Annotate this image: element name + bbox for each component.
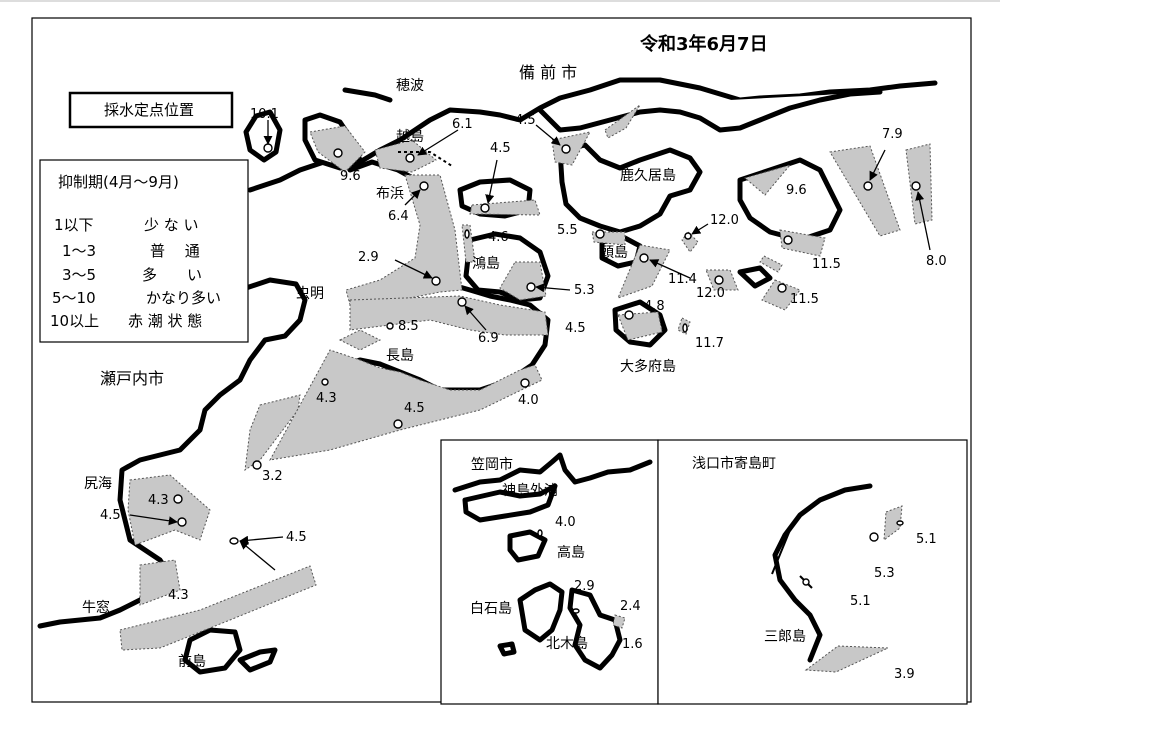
value-label: 10.1 xyxy=(250,107,279,122)
value-label: 4.0 xyxy=(518,393,539,408)
koshijima-line xyxy=(398,151,453,167)
value-label: 11.5 xyxy=(812,257,841,272)
value-label: 5.1 xyxy=(850,594,871,609)
value-label: 5.1 xyxy=(916,532,937,547)
place-setouchi: 瀬戸内市 xyxy=(100,369,164,388)
legend-range-2: 1～3 xyxy=(62,242,96,260)
legend-range-4: 5～10 xyxy=(52,289,96,307)
value-label: 11.7 xyxy=(695,336,724,351)
value-label: 2.4 xyxy=(620,599,641,614)
value-label: 11.4 xyxy=(668,272,697,287)
place-zushima: 頭島 xyxy=(600,245,628,261)
legend-label-3: 多 い xyxy=(142,266,202,284)
value-label: 4.5 xyxy=(100,508,121,523)
value-label: 3.2 xyxy=(262,469,283,484)
value-label: 4.5 xyxy=(515,113,536,128)
value-label: 2.9 xyxy=(358,250,379,265)
value-label: 4.8 xyxy=(644,299,665,314)
legend-range-5: 10以上 xyxy=(50,312,99,330)
place-kagamijima: 鴻島 xyxy=(472,256,500,272)
value-label: 4.3 xyxy=(316,391,337,406)
value-label: 4.5 xyxy=(565,321,586,336)
leader-arrows xyxy=(129,120,931,571)
map-title: 令和3年6月7日 xyxy=(639,33,768,55)
value-label: 6.9 xyxy=(478,331,499,346)
legend-title: 抑制期(4月～9月) xyxy=(58,173,179,191)
place-koshijima: 越島 xyxy=(396,129,424,145)
inset1-title: 笠岡市 xyxy=(471,456,513,473)
value-label: 8.5 xyxy=(398,319,419,334)
place-bizen: 備 前 市 xyxy=(519,63,577,82)
place-hoba: 穂波 xyxy=(396,78,424,94)
value-label: 4.5 xyxy=(404,401,425,416)
value-label: 4.5 xyxy=(490,141,511,156)
place-nunohama: 布浜 xyxy=(376,186,404,202)
place-kakui: 鹿久居島 xyxy=(620,167,676,184)
value-label: 5.3 xyxy=(574,283,595,298)
inset1-kojima: 神島外浦 xyxy=(502,483,558,499)
place-nagashima: 長島 xyxy=(386,348,414,364)
inset1-kitagi: 北木島 xyxy=(546,636,588,652)
legend-label-4: かなり多い xyxy=(146,289,221,307)
legend-range-3: 3～5 xyxy=(62,266,96,284)
value-label: 4.3 xyxy=(148,493,169,508)
inset1-shiraishi: 白石島 xyxy=(470,601,512,617)
density-legend-box xyxy=(39,159,249,343)
inset-kasaoka: 笠岡市 神島外浦 高島 白石島 北木島 4.0 2.9 2.4 1.6 xyxy=(440,439,659,705)
value-label: 11.5 xyxy=(790,292,819,307)
value-label: 9.6 xyxy=(340,169,361,184)
inset1-takashima: 高島 xyxy=(557,544,585,561)
value-label: 7.9 xyxy=(882,127,903,142)
legend-range-1: 1以下 xyxy=(54,216,94,234)
place-shiriumi: 尻海 xyxy=(84,476,112,492)
value-label: 4.5 xyxy=(286,530,307,545)
inset-yorishima: 浅口市寄島町 三郎島 5.1 5.3 5.1 3.9 xyxy=(657,439,968,705)
values: 10.1 9.6 6.1 6.4 4.5 4.5 4.6 2.9 8.5 6.9… xyxy=(100,107,947,603)
legend-label-5: 赤 潮 状 態 xyxy=(128,312,202,330)
sampling-areas xyxy=(119,104,933,651)
value-label: 9.6 xyxy=(786,183,807,198)
value-label: 3.9 xyxy=(894,667,915,682)
value-label: 5.3 xyxy=(874,566,895,581)
value-label: 4.0 xyxy=(555,515,576,530)
station-legend-box xyxy=(68,91,234,129)
value-label: 12.0 xyxy=(696,286,725,301)
value-label: 5.5 xyxy=(557,223,578,238)
value-label: 8.0 xyxy=(926,254,947,269)
value-label: 12.0 xyxy=(710,213,739,228)
place-maejima: 前島 xyxy=(178,653,206,670)
value-label: 4.6 xyxy=(488,230,509,245)
place-ushimado: 牛窓 xyxy=(82,599,110,616)
legend-label-1: 少 な い xyxy=(144,216,199,234)
inset-frame-1 xyxy=(440,439,659,705)
value-label: 6.4 xyxy=(388,209,409,224)
legend-label-2: 普 通 xyxy=(150,242,200,260)
place-mushiake: 虫明 xyxy=(296,286,324,302)
value-label: 1.6 xyxy=(622,637,643,652)
inset2-saburo: 三郎島 xyxy=(764,629,806,645)
place-otafu: 大多府島 xyxy=(620,358,676,375)
inset2-title: 浅口市寄島町 xyxy=(692,455,776,472)
value-label: 6.1 xyxy=(452,117,473,132)
place-names: 備 前 市 穂波 越島 布浜 虫明 瀬戸内市 鴻島 長島 鹿久居島 頭島 大多府… xyxy=(82,63,676,670)
station-legend-label: 採水定点位置 xyxy=(104,101,194,119)
stations xyxy=(173,143,921,545)
value-label: 2.9 xyxy=(574,579,595,594)
value-label: 4.3 xyxy=(168,588,189,603)
